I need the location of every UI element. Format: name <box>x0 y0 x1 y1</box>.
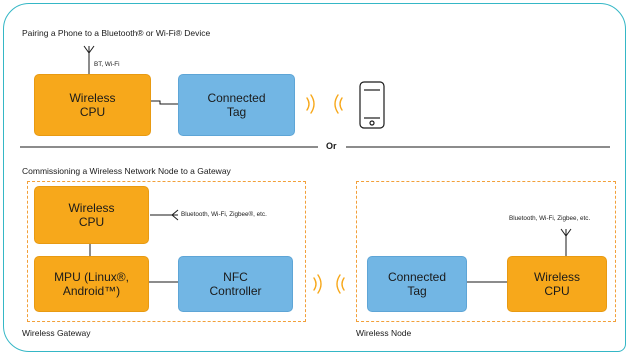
mpu-box: MPU (Linux®, Android™) <box>34 256 149 312</box>
connected-tag-box: Connected Tag <box>178 74 295 136</box>
section1-title: Pairing a Phone to a Bluetooth® or Wi-Fi… <box>22 28 211 38</box>
node-wireless-cpu-label: Wireless CPU <box>533 270 580 298</box>
nfc-signal-icon <box>313 274 345 294</box>
wireless-gateway-label: Wireless Gateway <box>22 328 91 338</box>
node-wireless-cpu-box: Wireless CPU <box>507 256 607 312</box>
node-connected-tag-label: Connected Tag <box>387 270 447 298</box>
connector-cpu-tag <box>150 100 178 105</box>
node-connected-tag-box: Connected Tag <box>367 256 467 312</box>
antenna-icon <box>83 45 95 74</box>
diagram-frame <box>3 3 626 352</box>
wireless-cpu-label: Wireless CPU <box>69 91 116 119</box>
gateway-wireless-cpu-box: Wireless CPU <box>34 186 149 244</box>
section2-title: Commissioning a Wireless Network Node to… <box>22 166 231 176</box>
antenna-icon <box>560 228 572 256</box>
nfc-controller-label: NFC Controller <box>209 270 262 298</box>
wireless-gateway-group <box>27 181 306 322</box>
connected-tag-label: Connected Tag <box>207 91 266 119</box>
gateway-antenna-label: Bluetooth, Wi-Fi, Zigbee®, etc. <box>181 211 267 218</box>
wireless-cpu-box: Wireless CPU <box>34 74 151 136</box>
nfc-controller-box: NFC Controller <box>178 256 293 312</box>
nfc-signal-icon <box>306 94 343 114</box>
divider-or-label: Or <box>326 141 337 151</box>
wireless-node-label: Wireless Node <box>356 328 412 338</box>
wireless-node-group <box>356 181 616 322</box>
smartphone-icon <box>359 81 385 129</box>
node-antenna-label: Bluetooth, Wi-Fi, Zigbee, etc. <box>509 215 591 222</box>
mpu-label: MPU (Linux®, Android™) <box>54 270 129 298</box>
gateway-wireless-cpu-label: Wireless CPU <box>68 201 115 229</box>
antenna-label: BT, Wi-Fi <box>94 61 120 68</box>
antenna-icon <box>150 209 179 221</box>
